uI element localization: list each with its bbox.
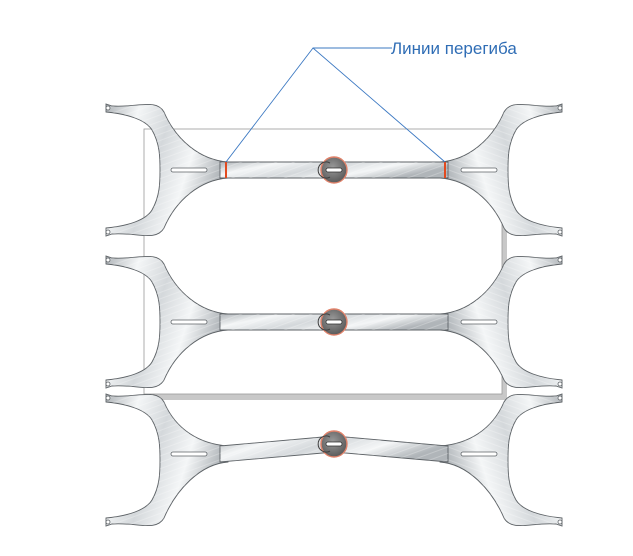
hub-arc <box>317 313 331 331</box>
hub-slot <box>325 167 343 173</box>
claw-left <box>105 393 229 527</box>
tip-hole <box>105 381 111 387</box>
claw-texture <box>106 104 228 236</box>
bracket-bent <box>105 393 563 527</box>
tip-hole <box>557 257 563 263</box>
tip-hole <box>557 381 563 387</box>
slot <box>170 167 208 173</box>
tip-hole <box>557 395 563 401</box>
annotation-label: Линии перегиба <box>391 39 517 58</box>
tip-hole <box>105 229 111 235</box>
tip-hole <box>105 395 111 401</box>
claw-texture <box>106 394 228 526</box>
claw-right <box>439 393 563 527</box>
tip-hole <box>557 105 563 111</box>
claw-texture <box>440 394 562 526</box>
slot <box>460 167 498 173</box>
slot <box>460 319 498 325</box>
tip-hole <box>105 257 111 263</box>
claw-right <box>439 255 563 389</box>
claw-right <box>439 103 563 237</box>
tip-hole <box>105 519 111 525</box>
slot <box>170 451 208 457</box>
slot <box>460 451 498 457</box>
claw-left <box>105 103 229 237</box>
tip-hole <box>557 229 563 235</box>
tip-hole <box>105 105 111 111</box>
hub-slot <box>325 319 343 325</box>
bracket-flat-with-fold-lines <box>105 103 563 237</box>
claw-left <box>105 255 229 389</box>
claw-texture <box>440 256 562 388</box>
bracket-flat <box>105 255 563 389</box>
claw-texture <box>106 256 228 388</box>
claw-texture <box>440 104 562 236</box>
hub-slot <box>325 441 343 447</box>
tip-hole <box>557 519 563 525</box>
hub-arc <box>317 435 331 453</box>
slot <box>170 319 208 325</box>
hub-arc <box>317 161 331 179</box>
annotation-fold-lines: Линии перегиба <box>225 39 517 163</box>
